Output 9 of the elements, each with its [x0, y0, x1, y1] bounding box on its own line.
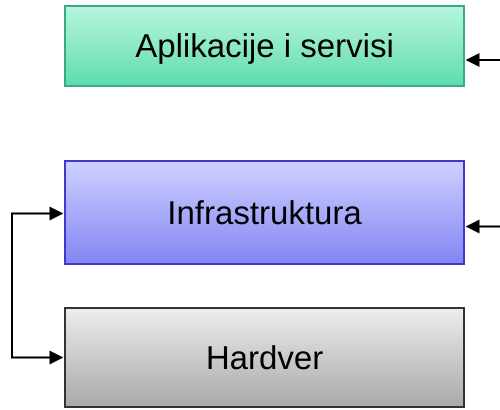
- layer-box: [64, 5, 465, 87]
- layer-label: Hardver: [206, 338, 324, 378]
- arrow: [466, 53, 500, 67]
- layer-label: Aplikacije i servisi: [135, 26, 394, 66]
- layer-box: [64, 307, 465, 408]
- layer-label: Infrastruktura: [167, 192, 362, 233]
- layer-box: [64, 160, 465, 265]
- arrow: [466, 220, 500, 234]
- arrow: [11, 206, 64, 364]
